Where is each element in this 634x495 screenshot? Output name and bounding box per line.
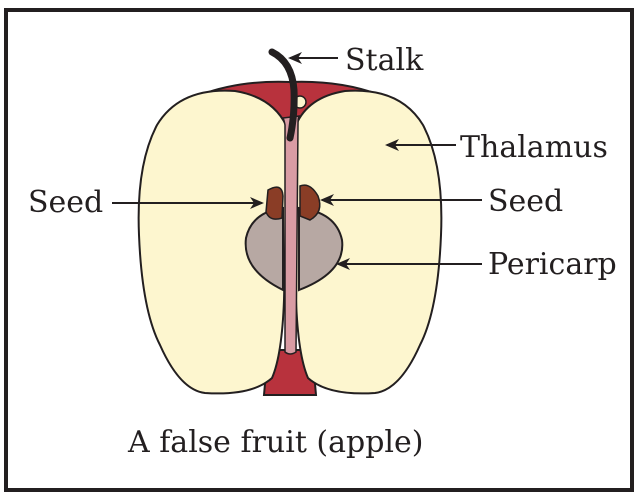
diagram-caption: A false fruit (apple) [127,425,423,460]
label-seed-right: Seed [488,184,563,219]
label-stalk: Stalk [345,43,424,78]
core-tube [283,116,299,354]
label-thalamus: Thalamus [460,130,608,165]
seed-left [266,187,283,219]
label-pericarp: Pericarp [488,247,617,282]
label-seed-left: Seed [28,185,103,220]
